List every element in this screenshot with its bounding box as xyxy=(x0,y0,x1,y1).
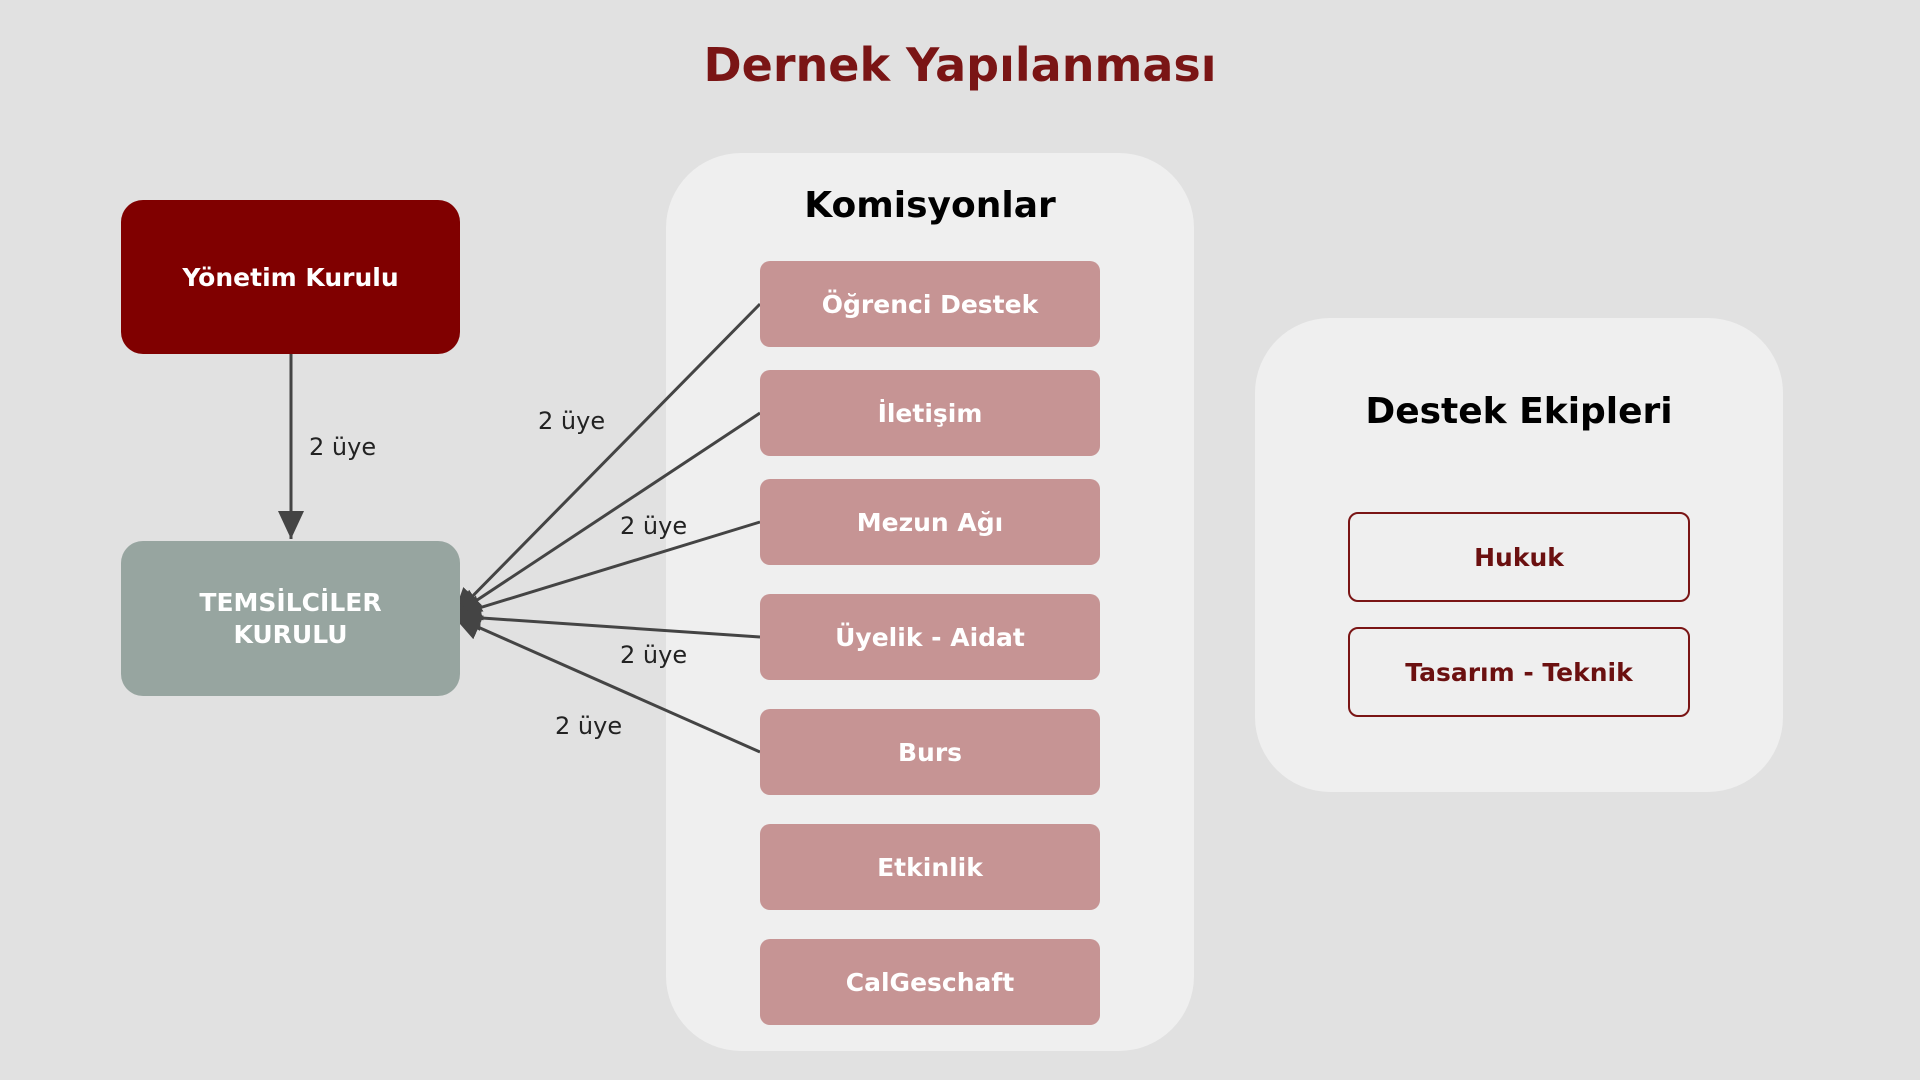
komisyonlar-title: Komisyonlar xyxy=(804,185,1056,226)
komisyon-iletisim: İletişim xyxy=(760,370,1100,456)
destek-hukuk: Hukuk xyxy=(1348,512,1690,602)
arrow-iletisim xyxy=(452,411,761,618)
edge-label: 2 üye xyxy=(620,641,688,669)
temsilciler-line1: TEMSİLCİLER xyxy=(199,587,382,617)
destek-ekipleri-title: Destek Ekipleri xyxy=(1365,391,1673,432)
komisyon-uyelik-aidat: Üyelik - Aidat xyxy=(760,594,1100,680)
edge-label: 2 üye xyxy=(620,512,688,540)
arrow-mezun-agi xyxy=(452,520,761,621)
komisyon-calgeschaft: CalGeschaft xyxy=(760,939,1100,1025)
temsilciler-line2: KURULU xyxy=(233,619,348,649)
komisyon-etkinlik: Etkinlik xyxy=(760,824,1100,910)
yonetim-kurulu-node: Yönetim Kurulu xyxy=(121,200,460,354)
destek-tasarim-teknik: Tasarım - Teknik xyxy=(1348,627,1690,717)
destek-ekipleri-panel: Destek Ekipleri xyxy=(1255,318,1783,792)
komisyon-ogrenci-destek: Öğrenci Destek xyxy=(760,261,1100,347)
edge-label: 2 üye xyxy=(309,433,377,461)
page-title: Dernek Yapılanması xyxy=(703,38,1217,92)
komisyon-burs: Burs xyxy=(760,709,1100,795)
arrow-uyelik-aidat xyxy=(452,604,761,639)
edge-label: 2 üye xyxy=(538,407,606,435)
arrow-ogrenci-destek xyxy=(451,302,762,618)
komisyon-mezun-agi: Mezun Ağı xyxy=(760,479,1100,565)
arrow-burs xyxy=(452,614,761,754)
edge-label: 2 üye xyxy=(555,712,623,740)
